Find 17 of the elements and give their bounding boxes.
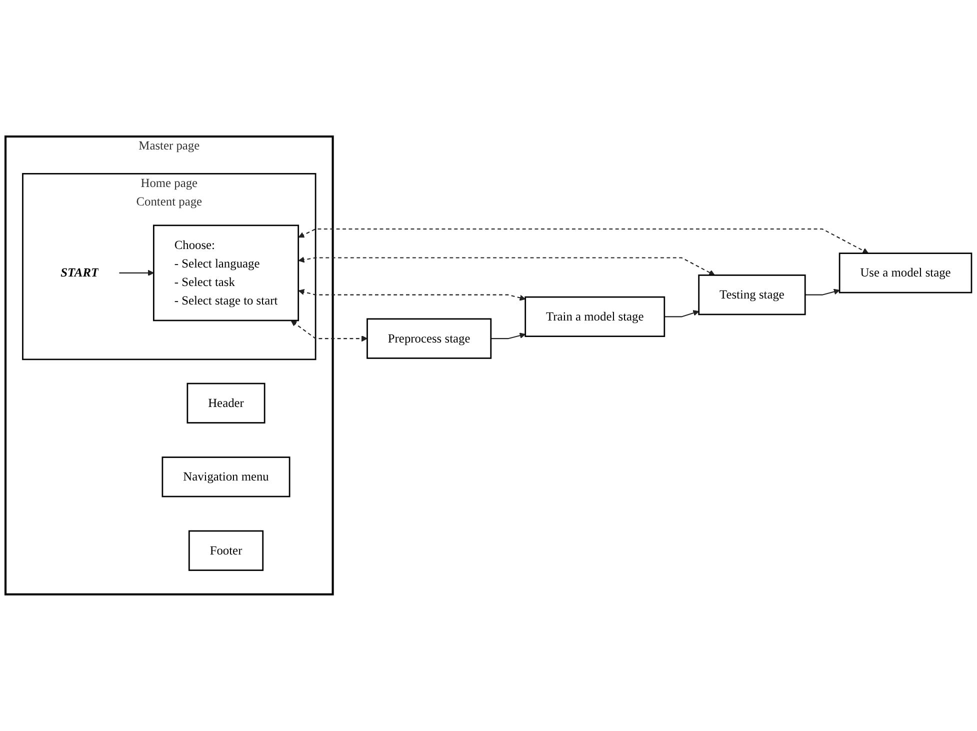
arrow <box>119 270 154 276</box>
arrow <box>664 310 700 318</box>
node-box: Use a model stage <box>838 252 972 294</box>
node-box: Navigation menu <box>162 456 290 498</box>
node-box: Header <box>186 382 266 424</box>
arrow <box>298 228 869 254</box>
arrow <box>298 256 715 276</box>
node-box: Preprocess stage <box>366 318 492 359</box>
arrow <box>805 288 840 296</box>
node-box: Testing stage <box>698 274 806 316</box>
arrow <box>490 332 526 340</box>
arrow <box>290 320 368 342</box>
node-box: Choose: - Select language - Select task - Select stage to start <box>152 224 300 322</box>
node-box: Train a model stage <box>524 296 666 338</box>
node-box: Footer <box>188 530 264 571</box>
node-text: START <box>60 266 99 280</box>
arrow <box>298 289 526 301</box>
